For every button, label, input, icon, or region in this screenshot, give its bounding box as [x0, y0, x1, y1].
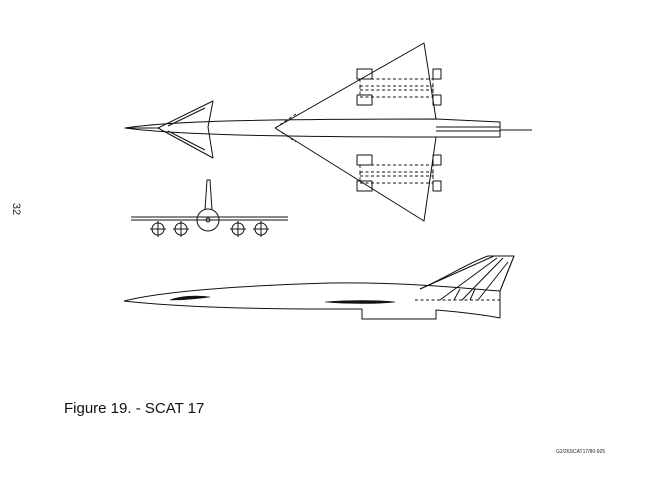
plan-nacelles-upper — [356, 68, 442, 106]
plan-wing-upper — [274, 42, 437, 129]
plan-canard — [157, 100, 214, 159]
side-canopy — [169, 295, 211, 301]
figure-caption: Figure 19. - SCAT 17 — [64, 400, 205, 417]
plan-fuselage — [124, 118, 501, 138]
side-ventral-lines — [453, 288, 476, 301]
plan-view — [124, 42, 532, 222]
plan-wing-lower — [274, 127, 437, 222]
side-wing-strip — [324, 300, 396, 304]
drawing-code: G2/26SCAT17/80-925 — [556, 449, 606, 455]
side-fuselage — [123, 255, 515, 302]
front-vertical-tail — [204, 179, 213, 211]
side-view — [123, 255, 515, 320]
plan-wing-root-dashed — [274, 113, 297, 143]
side-rudder-lines — [439, 257, 509, 301]
plan-tail-outline — [436, 126, 500, 132]
plan-canard-inner — [167, 107, 206, 151]
plan-nacelles-lower — [356, 154, 442, 192]
front-engines — [150, 221, 269, 237]
front-view — [131, 179, 288, 237]
side-fuselage-belly — [123, 291, 501, 320]
front-fuselage — [196, 208, 220, 232]
side-vertical-tail — [419, 255, 515, 292]
front-fuselage-center — [205, 217, 211, 223]
